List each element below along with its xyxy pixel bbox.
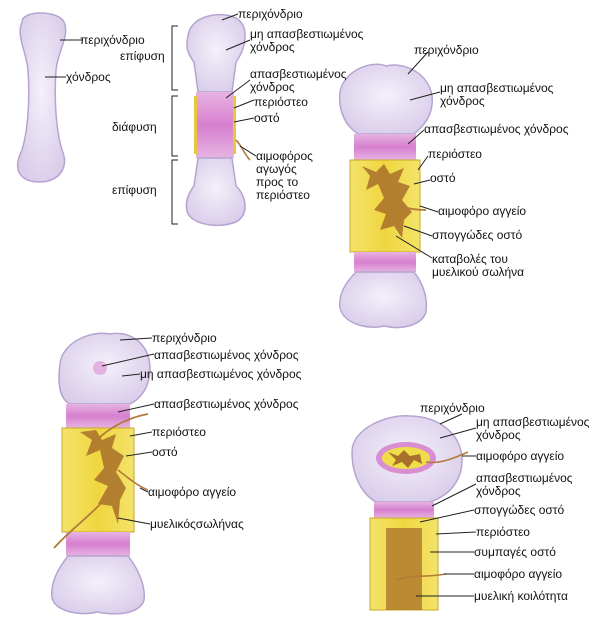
stage2-top-epiphysis [187, 15, 245, 92]
stage4-label-calcified-2: απασβεστιωμένος χόνδρος [154, 398, 299, 411]
stage2-label-epiphysis-bottom: επίφυση [112, 184, 157, 197]
stage4-label-periosteum: περιόστεο [152, 426, 206, 439]
stage2-pointer-bone [234, 118, 254, 122]
stage3-calcified-top [354, 134, 416, 160]
stage3-label-vessel: αιμοφόρο αγγείο [438, 205, 526, 218]
stage2-label-noncalcified-2: χόνδρος [250, 41, 295, 54]
stage5-label-compact: συμπαγές οστό [474, 546, 556, 559]
stage2-label-epiphysis-top: επίφυση [120, 50, 165, 63]
stage4-label-vessel: αιμοφόρο αγγείο [148, 486, 236, 499]
stage2-epiphysis-bracket-bottom [172, 160, 178, 224]
stage2-pointer-vessel [240, 146, 256, 156]
stage2-calcified-band [196, 92, 234, 158]
stage2-pointer-periosteum [234, 100, 254, 108]
stage3-bone-model [340, 64, 433, 327]
stage1-label-cartilage: χόνδρος [66, 71, 111, 84]
stage2-diaphysis-bracket [172, 96, 178, 156]
stage4-bone-model [52, 333, 150, 614]
stage1-label-perichondrium: περιχόνδριο [80, 34, 145, 47]
stage2-bottom-epiphysis [186, 158, 245, 225]
stage5-pointer-periosteum [436, 532, 476, 534]
stage4-secondary-center [93, 361, 107, 375]
stage1-cartilage-shape [18, 13, 66, 182]
stage3-top-epiphysis [340, 64, 433, 134]
stage3-label-noncalcified-2: χόνδρος [440, 95, 485, 108]
stage5-label-vessel-2: αιμοφόρο αγγείο [474, 568, 562, 581]
stage4-calcified-bottom [66, 532, 130, 556]
stage5-label-perichondrium: περιχόνδριο [420, 402, 485, 415]
stage5-label-spongy: σπογγώδες οστό [474, 504, 564, 517]
stage1-cartilage-model [18, 13, 66, 182]
stage5-label-periosteum: περιόστεο [476, 526, 530, 539]
stage4-label-perichondrium: περιχόνδριο [152, 332, 217, 345]
stage4-label-calcified-1: απασβεστιωμένος χόνδρος [154, 349, 299, 362]
stage2-primary-ossification [186, 15, 250, 226]
stage2-label-perichondrium: περιχόνδριο [238, 8, 303, 21]
stage5-bone-model [352, 416, 468, 610]
stage2-label-bone: οστό [254, 112, 280, 125]
stage5-label-vessel-1: αιμοφόρο αγγείο [476, 450, 564, 463]
stage4-calcified-top [66, 404, 130, 428]
stage3-bottom-epiphysis [340, 272, 427, 327]
stage5-calcified-band [374, 502, 434, 518]
stage5-label-calcified-2: χόνδρος [476, 485, 521, 498]
stage2-label-vessel-4: περιόστεο [256, 189, 310, 202]
stage5-marrow-cavity [386, 528, 422, 610]
stage3-label-calcified: απασβεστιωμένος χόνδρος [424, 123, 569, 136]
stage3-calcified-bottom [354, 252, 416, 272]
stage3-label-spongy: σπογγώδες οστό [432, 229, 522, 242]
stage4-bottom-epiphysis [52, 556, 145, 614]
stage3-label-perichondrium: περιχόνδριο [414, 44, 479, 57]
stage3-pointer-vessel [420, 206, 438, 212]
stage5-label-marrow-cavity: μυελική κοιλότητα [474, 590, 568, 603]
stage2-vessel [236, 140, 250, 160]
stage2-periosteum-right [233, 96, 236, 154]
stage4-label-bone: οστό [152, 446, 178, 459]
stage2-label-diaphysis: διάφυση [112, 121, 157, 134]
stage5-label-noncalcified-2: χόνδρος [476, 429, 521, 442]
stage2-periosteum-left [194, 96, 197, 154]
stage2-epiphysis-bracket-top [172, 26, 178, 90]
stage4-label-noncalcified: μη απασβεστιωμένος χόνδρος [140, 368, 301, 381]
stage2-label-periosteum: περιόστεο [254, 96, 308, 109]
stage5-pointer-perichondrium [440, 414, 462, 424]
stage2-label-calcified-2: χόνδρος [250, 81, 295, 94]
stage3-label-bone: οστό [430, 172, 456, 185]
stage3-label-periosteum: περιόστεο [428, 148, 482, 161]
stage3-label-marrow-2: μυελικού σωλήνα [432, 266, 524, 279]
stage4-label-marrow: μυελικόςσωλήνας [150, 518, 244, 531]
